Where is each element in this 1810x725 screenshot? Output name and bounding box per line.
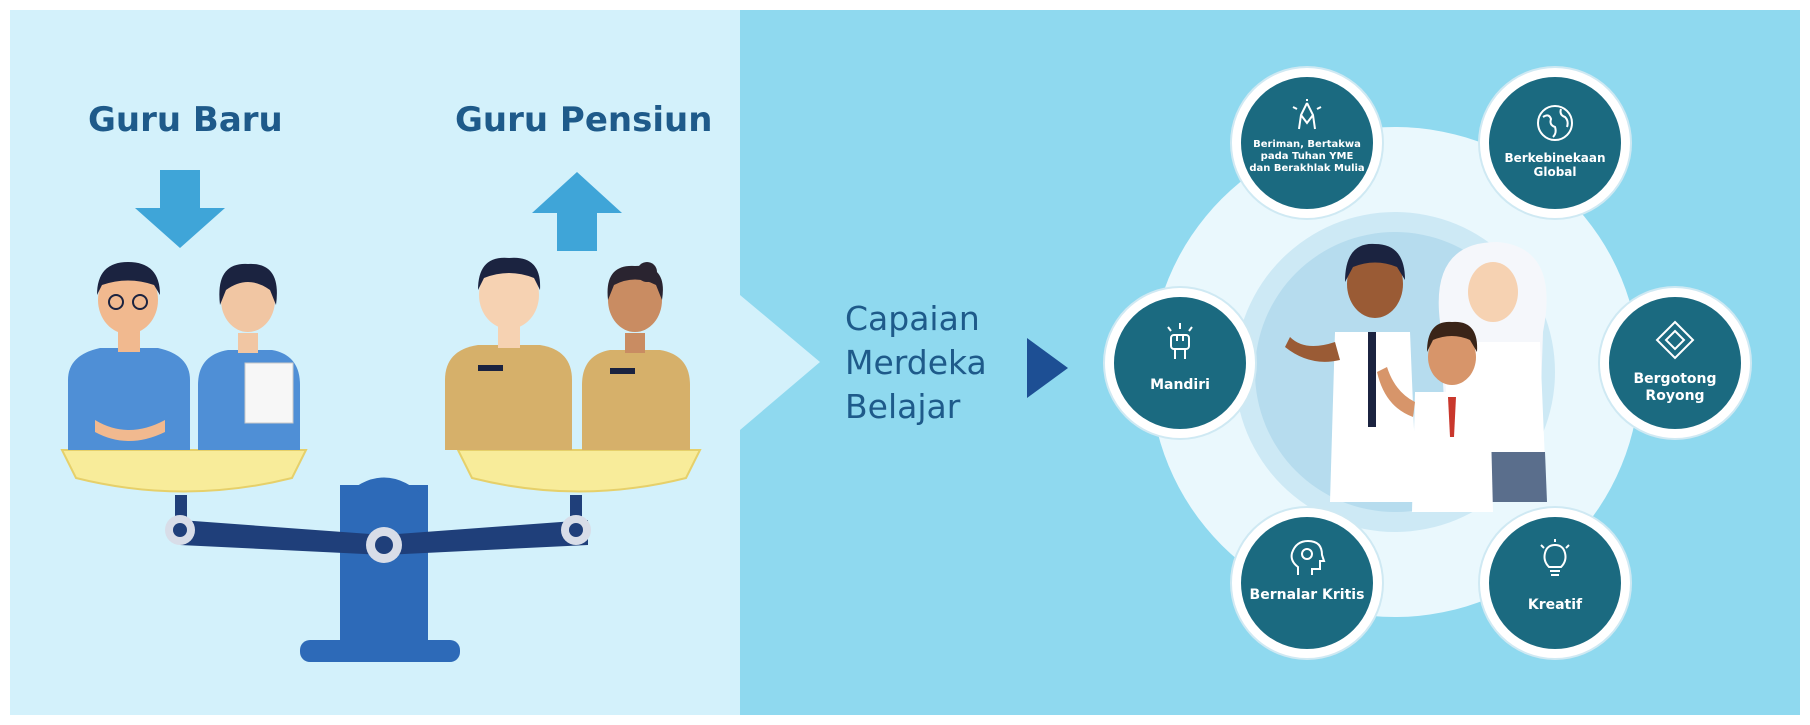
- student-boy-small: [1377, 321, 1493, 512]
- scale-beam: [165, 495, 591, 563]
- new-teacher-male: [68, 262, 190, 450]
- arrow-up-icon: [532, 172, 622, 251]
- profile-bernalar-kritis-label: Bernalar Kritis: [1249, 587, 1365, 603]
- teamwork-diamond-icon: [1655, 320, 1695, 360]
- left-pan: [60, 449, 308, 493]
- profile-bergotong-royong: Bergotong Royong: [1600, 288, 1750, 438]
- label-guru-pensiun: Guru Pensiun: [455, 100, 713, 140]
- retiring-teacher-male: [445, 257, 572, 450]
- retiring-teacher-female: [582, 262, 690, 450]
- profile-beriman: Beriman, Bertakwa pada Tuhan YME dan Ber…: [1232, 68, 1382, 218]
- profile-beriman-label: Beriman, Bertakwa pada Tuhan YME dan Ber…: [1249, 139, 1365, 174]
- globe-icon: [1537, 105, 1573, 141]
- balance-scale-illustration: [60, 170, 702, 662]
- students-illustration: [1285, 242, 1547, 512]
- capaian-line-3: Belajar: [845, 387, 961, 426]
- arrow-triangle-icon: [1027, 338, 1068, 398]
- right-pan: [456, 449, 702, 493]
- capaian-line-2: Merdeka: [845, 343, 987, 382]
- profile-berkebinekaan-global: Berkebinekaan Global: [1480, 68, 1630, 218]
- label-guru-baru: Guru Baru: [88, 100, 283, 140]
- raised-fist-icon: [1167, 323, 1193, 359]
- head-gear-icon: [1290, 539, 1326, 575]
- profile-berkebinekaan-label: Berkebinekaan Global: [1504, 151, 1606, 179]
- profile-mandiri: Mandiri: [1105, 288, 1255, 438]
- arrow-down-icon: [135, 170, 225, 248]
- new-teacher-female: [198, 263, 300, 450]
- student-boy-tall: [1285, 243, 1417, 502]
- lightbulb-icon: [1540, 539, 1570, 576]
- profile-kreatif: Kreatif: [1480, 508, 1630, 658]
- profile-bernalar-kritis: Bernalar Kritis: [1232, 508, 1382, 658]
- scale-base: [300, 477, 460, 662]
- praying-hands-icon: [1292, 99, 1322, 130]
- profile-mandiri-label: Mandiri: [1150, 377, 1210, 393]
- capaian-merdeka-belajar-label: Capaian Merdeka Belajar: [845, 297, 987, 429]
- profile-kreatif-label: Kreatif: [1527, 597, 1583, 613]
- capaian-line-1: Capaian: [845, 299, 980, 338]
- profile-bergotong-royong-label: Bergotong Royong: [1633, 371, 1717, 404]
